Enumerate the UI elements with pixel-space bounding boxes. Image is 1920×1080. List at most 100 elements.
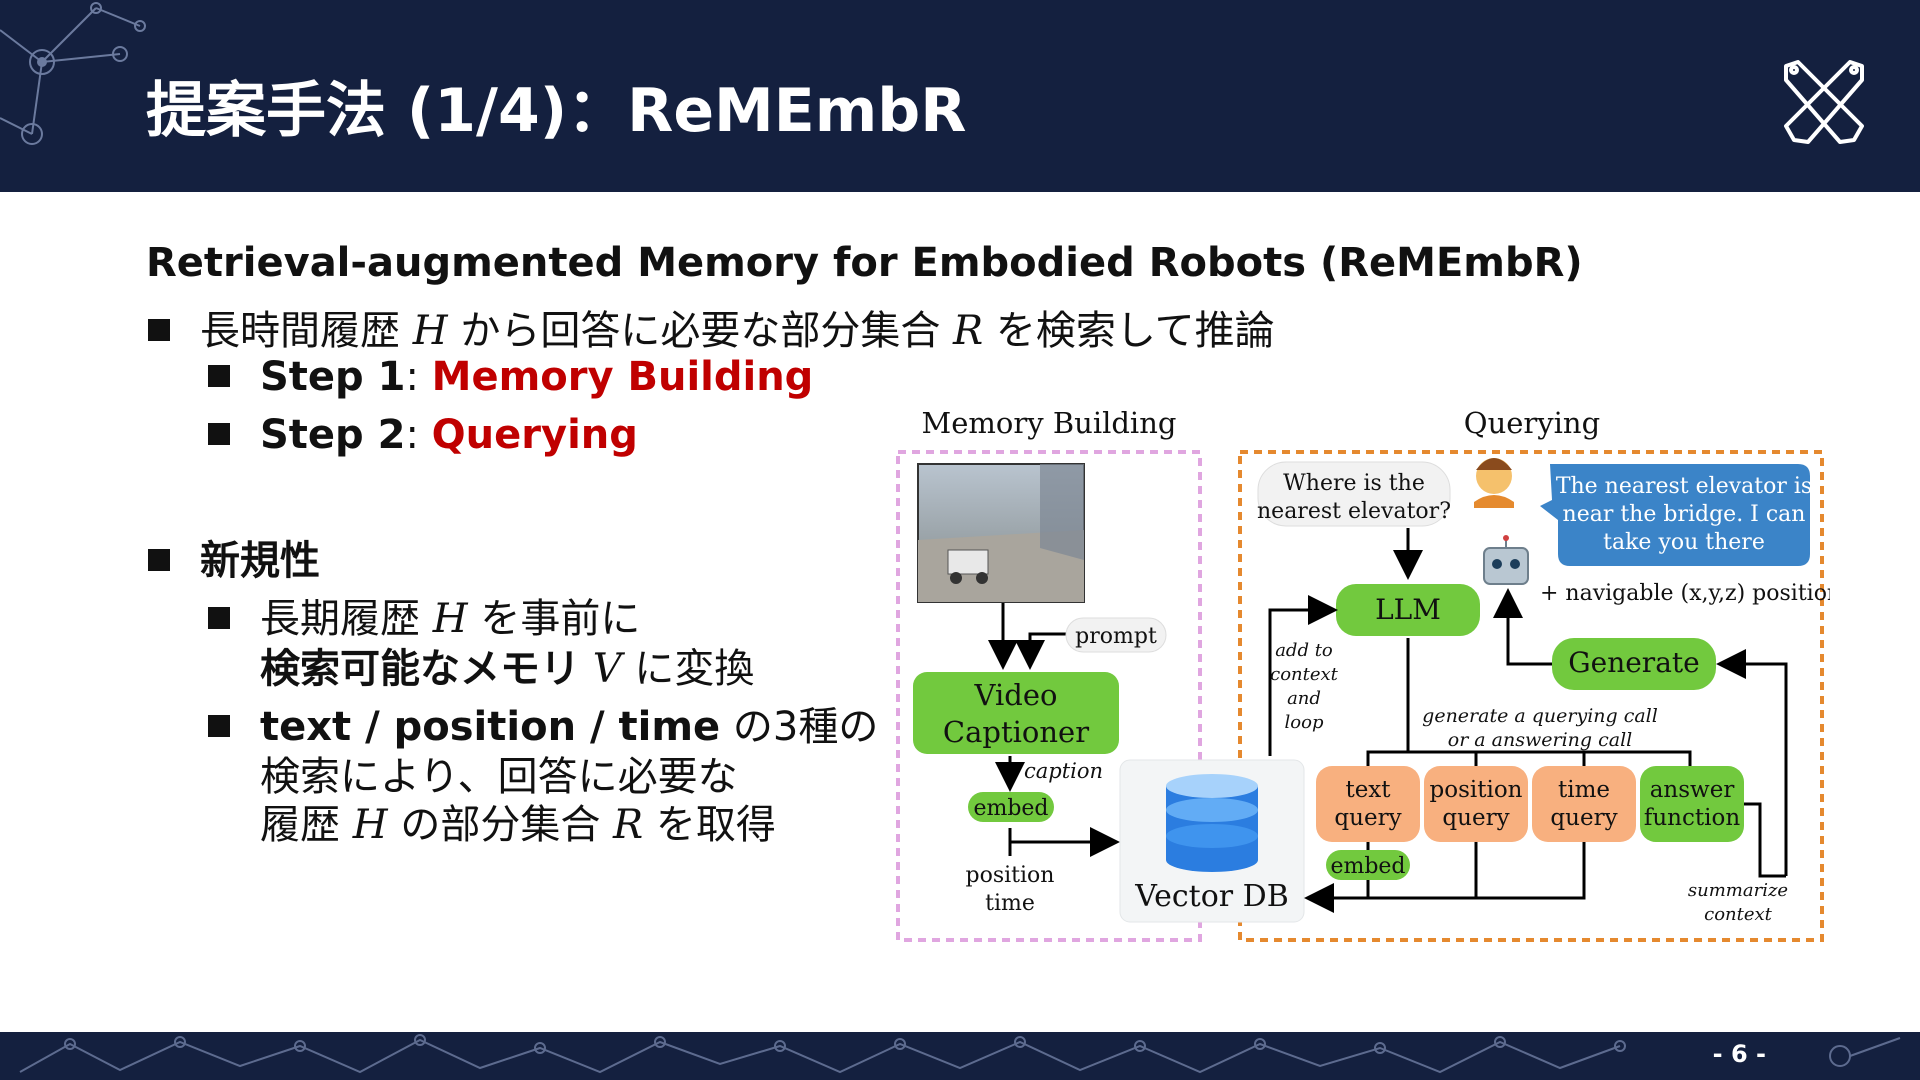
vector-db-label: Vector DB <box>1134 879 1289 914</box>
bullet-text: を検索して推論 <box>983 308 1275 354</box>
memory-building-title: Memory Building <box>922 406 1177 440</box>
step-colon: : <box>405 412 432 458</box>
step-2: Step 2: Querying <box>208 412 638 458</box>
bullet-text: の部分集合 <box>387 802 614 848</box>
person-icon <box>1474 458 1514 508</box>
bullet-text: の3種の <box>720 704 879 750</box>
slide-header: 提案手法 (1/4)：ReMEmbR <box>0 0 1920 192</box>
network-decoration-icon <box>0 2 146 145</box>
math-symbol: H <box>432 596 468 642</box>
novelty-heading: 新規性 <box>148 528 320 586</box>
embed-label-memory: embed <box>973 796 1048 821</box>
querying-panel <box>1238 450 1824 942</box>
embed-tag-query <box>1326 850 1410 880</box>
position-query-label-2: query <box>1442 805 1509 831</box>
generate-label: Generate <box>1568 646 1699 679</box>
subtitle: Retrieval-augmented Memory for Embodied … <box>146 240 1583 286</box>
novelty-label: 新規性 <box>200 538 320 584</box>
bullet-text: 長時間履歴 <box>200 308 413 354</box>
network-footer-decoration-icon <box>19 1034 1901 1074</box>
novelty-item-1: 長期履歴 H を事前に <box>208 586 640 644</box>
video-captioner-label-2: Captioner <box>943 715 1089 749</box>
video-captioner-box <box>913 672 1119 754</box>
square-bullet-icon <box>208 715 230 737</box>
square-bullet-icon <box>148 319 170 341</box>
generate-box <box>1552 638 1716 690</box>
text-query-label-2: query <box>1334 805 1401 831</box>
add-context-label-4: loop <box>1285 712 1324 733</box>
step-colon: : <box>405 354 432 400</box>
llm-box <box>1336 584 1480 636</box>
math-symbol: H <box>412 308 448 354</box>
step-label: Step 2 <box>260 412 406 458</box>
square-bullet-icon <box>208 423 230 445</box>
bullet-text: を取得 <box>643 802 776 848</box>
generate-call-label-2: or a answering call <box>1448 729 1632 751</box>
text-query-label-1: text <box>1345 777 1391 803</box>
remembr-diagram: Memory Building Querying prompt Video Ca… <box>896 406 1830 942</box>
navigable-position-label: + navigable (x,y,z) position <box>1540 581 1830 606</box>
add-context-label-1: add to <box>1275 640 1333 661</box>
bullet-text: 履歴 <box>260 802 353 848</box>
time-query-label-2: query <box>1550 805 1617 831</box>
position-label: position <box>966 863 1055 888</box>
bullet-text: 長期履歴 <box>260 596 433 642</box>
bullet-main-1: 長時間履歴 H から回答に必要な部分集合 R を検索して推論 <box>148 298 1275 356</box>
time-query-box <box>1532 766 1636 842</box>
slide-footer <box>0 1032 1920 1080</box>
prompt-tag <box>1065 617 1167 653</box>
robot-answer-line-2: near the bridge. I can <box>1563 502 1806 527</box>
math-symbol: H <box>352 802 388 848</box>
math-symbol: R <box>953 308 984 354</box>
bullet-text: に変換 <box>621 646 755 692</box>
time-query-label-1: time <box>1558 777 1610 803</box>
novelty-item-1-line-2: 検索可能なメモリ V に変換 <box>260 636 754 694</box>
square-bullet-icon <box>208 607 230 629</box>
novelty-item-2-line-3: 履歴 H の部分集合 R を取得 <box>260 792 776 850</box>
user-question-line-1: Where is the <box>1283 471 1425 496</box>
robot-answer-bubble <box>1540 464 1810 566</box>
video-captioner-label-1: Video <box>974 678 1058 712</box>
crossed-tools-logo-icon <box>1784 60 1864 144</box>
step-value: Memory Building <box>431 354 814 400</box>
embed-tag-memory <box>968 792 1054 822</box>
summarize-context-label-2: context <box>1704 904 1773 925</box>
robot-answer-line-3: take you there <box>1603 530 1765 555</box>
vector-db: Vector DB <box>1119 759 1305 923</box>
step-label: Step 1 <box>260 354 406 400</box>
embed-label-query: embed <box>1330 854 1405 879</box>
page-number: - 6 - <box>1712 1040 1766 1068</box>
bullet-text: を事前に <box>467 596 641 642</box>
step-1: Step 1: Memory Building <box>208 354 813 400</box>
user-question-line-2: nearest elevator? <box>1257 499 1451 524</box>
robot-camera-photo <box>917 463 1085 603</box>
square-bullet-icon <box>208 365 230 387</box>
robot-icon <box>1483 535 1529 585</box>
prompt-label: prompt <box>1075 624 1157 649</box>
summarize-context-label-1: summarize <box>1688 880 1788 901</box>
user-question-bubble <box>1257 461 1451 527</box>
answer-function-label-1: answer <box>1650 777 1735 803</box>
position-query-box <box>1424 766 1528 842</box>
bullet-text: から回答に必要な部分集合 <box>447 308 954 354</box>
step-value: Querying <box>431 412 638 458</box>
add-context-label-2: context <box>1270 664 1339 685</box>
math-symbol: V <box>580 646 622 692</box>
database-icon <box>1166 774 1258 872</box>
math-symbol: R <box>613 802 644 848</box>
add-context-label-3: and <box>1287 688 1321 709</box>
bullet-text-bold: text / position / time <box>260 704 721 750</box>
generate-call-label-1: generate a querying call <box>1422 705 1658 727</box>
bullet-text-bold: 検索可能なメモリ <box>260 646 580 692</box>
memory-building-panel <box>896 450 1202 942</box>
querying-title: Querying <box>1464 406 1600 440</box>
caption-label: caption <box>1024 759 1103 783</box>
answer-function-label-2: function <box>1644 805 1740 831</box>
position-query-label-1: position <box>1430 777 1523 803</box>
text-query-box <box>1316 766 1420 842</box>
time-label: time <box>985 891 1035 916</box>
robot-answer-line-1: The nearest elevator is <box>1556 474 1812 499</box>
novelty-item-2-line-2: 検索により、回答に必要な <box>260 754 738 800</box>
slide-title: 提案手法 (1/4)：ReMEmbR <box>146 76 967 146</box>
square-bullet-icon <box>148 549 170 571</box>
